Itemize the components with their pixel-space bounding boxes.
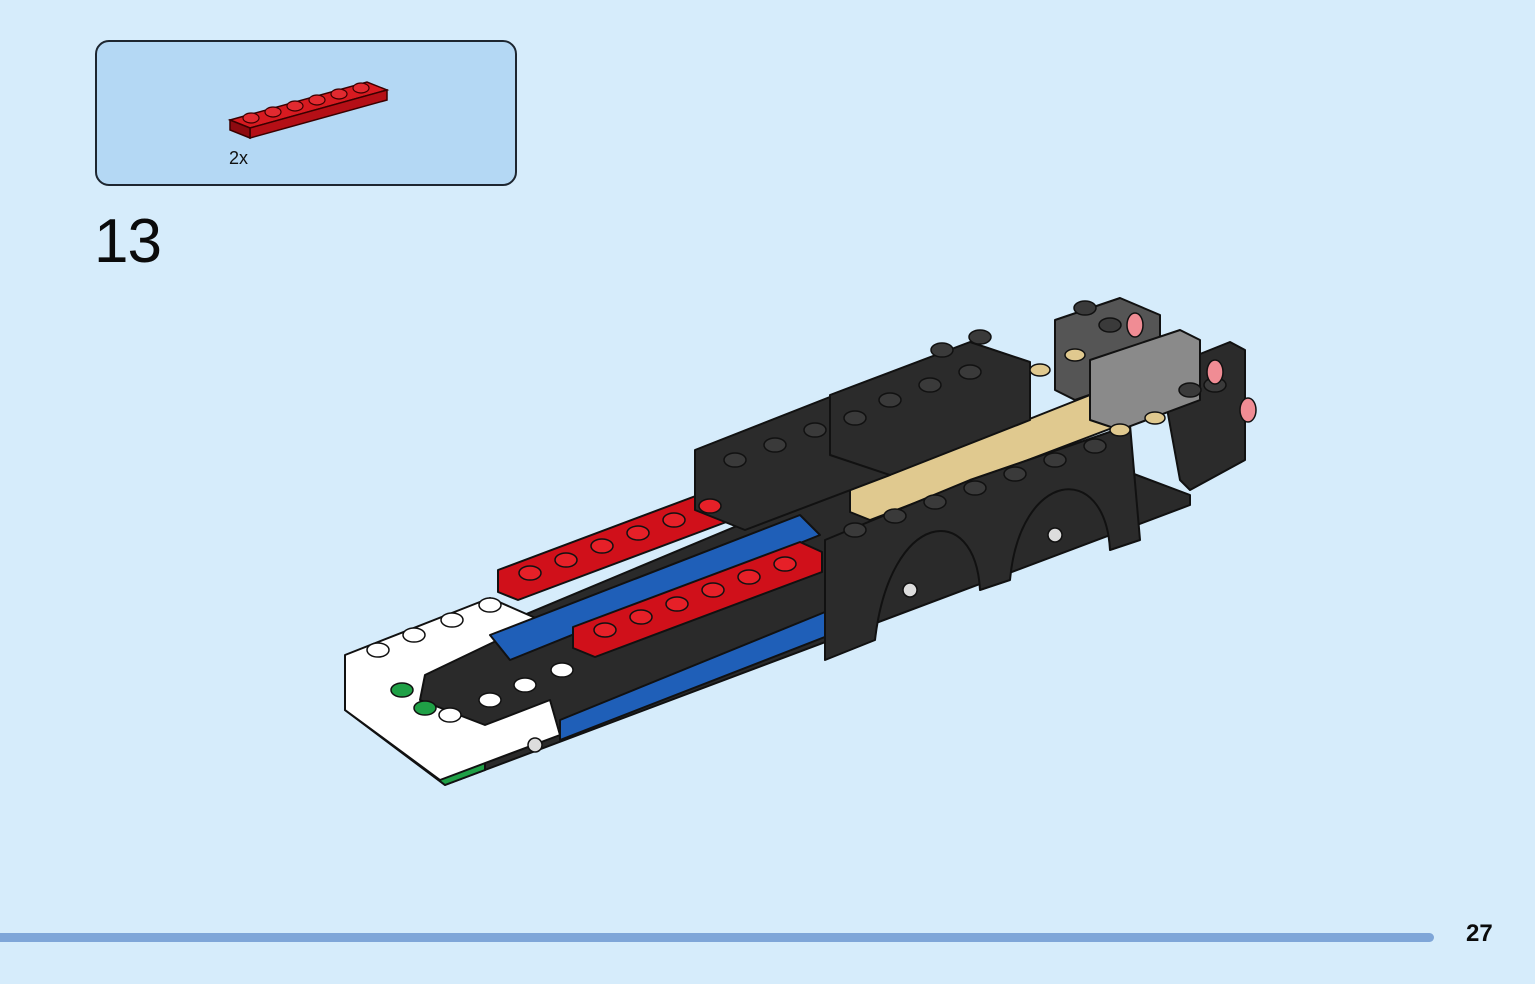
- progress-bar: [0, 933, 1434, 942]
- page-number: 27: [1466, 920, 1493, 947]
- parts-callout-box: 2x: [95, 40, 517, 186]
- red-plate-part-icon: [227, 81, 390, 140]
- part-quantity: 2x: [229, 148, 249, 168]
- vehicle-chassis-illustration: [344, 297, 1257, 786]
- step-number: 13: [94, 207, 162, 276]
